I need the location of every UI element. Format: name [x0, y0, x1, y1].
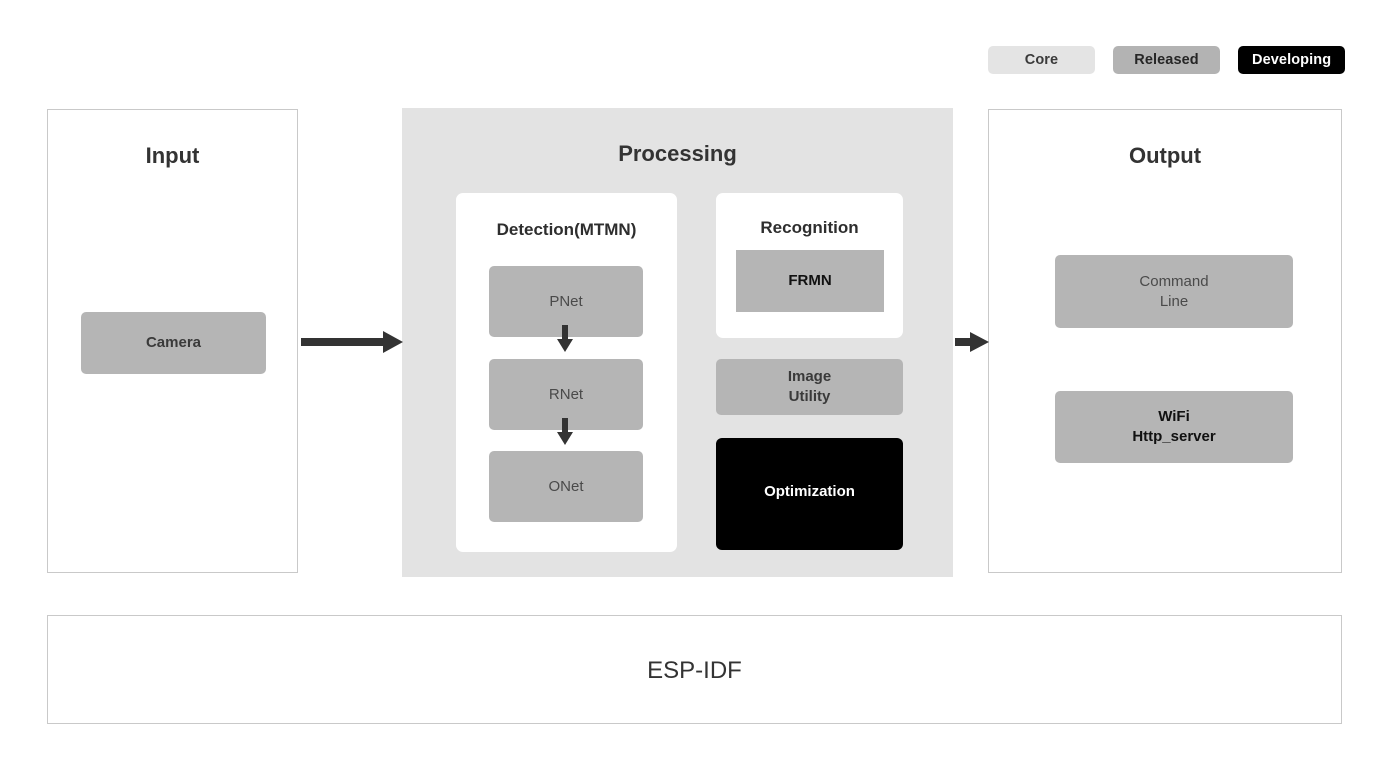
node-onet-label: ONet	[548, 477, 584, 495]
panel-processing-title: Processing	[618, 141, 737, 166]
group-detection-title: Detection(MTMN)	[496, 220, 637, 239]
node-onet[interactable]: ONet	[489, 451, 643, 522]
legend: Core Released Developing	[988, 46, 1346, 74]
node-image-utility-label: Image Utility	[787, 368, 832, 405]
panel-processing: Processing Detection(MTMN) PNet RNet ONe…	[402, 108, 953, 577]
panel-output: Output Command Line WiFi Http_server	[988, 109, 1342, 573]
arrow-head	[557, 339, 573, 352]
panel-esp-idf: ESP-IDF	[47, 615, 1342, 724]
legend-chip-developing-label: Developing	[1252, 52, 1332, 68]
node-camera[interactable]: Camera	[81, 312, 266, 374]
arrow-shaft	[562, 325, 568, 341]
node-image-utility[interactable]: Image Utility	[716, 359, 903, 415]
node-pnet-label: PNet	[549, 292, 583, 310]
node-command-line-label: Command Line	[1139, 272, 1209, 310]
arrow-head	[383, 331, 403, 353]
node-wifi-http-server-label: WiFi Http_server	[1132, 408, 1216, 445]
group-recognition-title: Recognition	[760, 218, 859, 237]
panel-input-title: Input	[145, 143, 200, 168]
legend-chip-core-label: Core	[1024, 52, 1059, 68]
legend-chip-released-label: Released	[1134, 52, 1199, 68]
panel-esp-idf-title: ESP-IDF	[647, 657, 742, 684]
group-recognition: Recognition FRMN	[716, 193, 903, 338]
node-camera-label: Camera	[145, 334, 202, 352]
node-optimization[interactable]: Optimization	[716, 438, 903, 550]
panel-input: Input Camera	[47, 109, 298, 573]
node-rnet-label: RNet	[548, 385, 584, 403]
node-command-line[interactable]: Command Line	[1055, 255, 1293, 328]
group-detection: Detection(MTMN) PNet RNet ONet	[456, 193, 677, 552]
arrow-shaft	[301, 338, 385, 346]
node-frmn-label: FRMN	[788, 272, 832, 290]
node-optimization-label: Optimization	[764, 483, 855, 501]
node-frmn[interactable]: FRMN	[736, 250, 884, 312]
arrow-head	[557, 432, 573, 445]
arrow-shaft	[955, 338, 973, 346]
legend-chip-developing[interactable]: Developing	[1238, 46, 1346, 74]
legend-chip-core[interactable]: Core	[988, 46, 1095, 74]
arrow-shaft	[562, 418, 568, 434]
panel-output-title: Output	[1128, 143, 1202, 168]
node-wifi-http-server[interactable]: WiFi Http_server	[1055, 391, 1293, 463]
arrow-head	[970, 332, 989, 352]
legend-chip-released[interactable]: Released	[1113, 46, 1220, 74]
